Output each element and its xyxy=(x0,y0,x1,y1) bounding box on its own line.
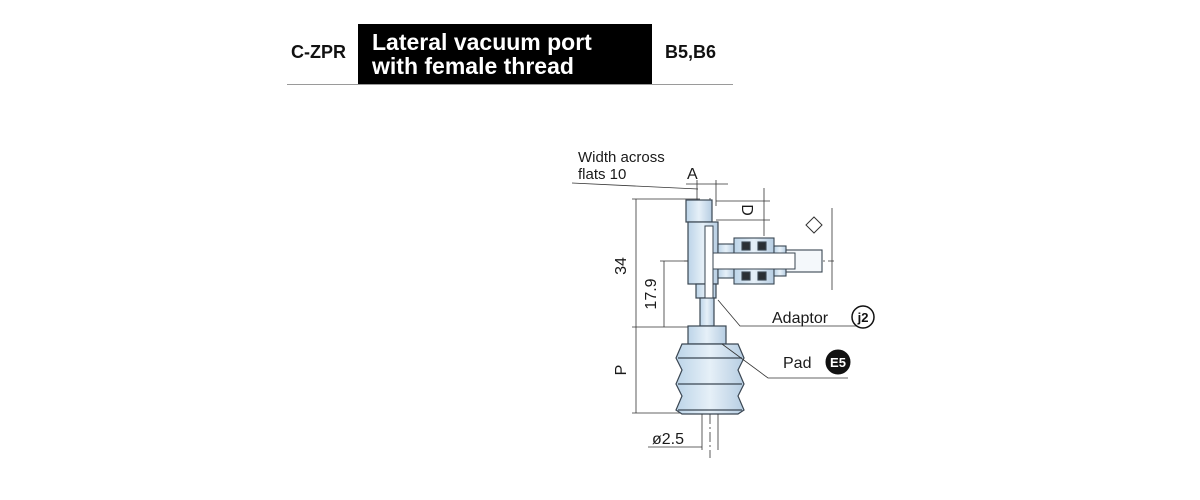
catalog-header: C-ZPR Lateral vacuum port with female th… xyxy=(287,24,733,85)
title-line-2: with female thread xyxy=(372,53,574,79)
dim-a-label: A xyxy=(687,166,698,183)
flats-label-line-2: flats 10 xyxy=(578,166,626,183)
pad-leader xyxy=(721,343,848,379)
diamond-icon xyxy=(805,216,823,234)
dim-17-9-label: 17.9 xyxy=(643,278,660,309)
title-box: Lateral vacuum port with female thread xyxy=(358,24,652,84)
bellows-pad xyxy=(675,325,745,415)
adaptor-code: j2 xyxy=(857,310,869,325)
pad-badge-icon xyxy=(825,349,851,375)
variant-code: B5,B6 xyxy=(665,42,717,62)
model-code: C-ZPR xyxy=(291,42,346,62)
technical-drawing: Width across flats 10 A D 34 17.9 P ø2.5… xyxy=(571,149,875,458)
adaptor-label: Adaptor xyxy=(772,310,829,327)
pad-code: E5 xyxy=(830,355,846,370)
pad-label: Pad xyxy=(783,355,811,372)
dim-dia-label: ø2.5 xyxy=(652,431,684,448)
inner-passage xyxy=(704,225,796,299)
dim-p-label: P xyxy=(613,365,630,376)
title-line-1: Lateral vacuum port xyxy=(372,29,592,55)
dim-d-label: D xyxy=(738,204,755,216)
adaptor-leader xyxy=(717,299,856,327)
dim-34-label: 34 xyxy=(613,257,630,275)
flats-label-line-1: Width across xyxy=(578,149,665,166)
flats-leader xyxy=(571,182,699,190)
adaptor-badge-icon xyxy=(851,305,875,329)
